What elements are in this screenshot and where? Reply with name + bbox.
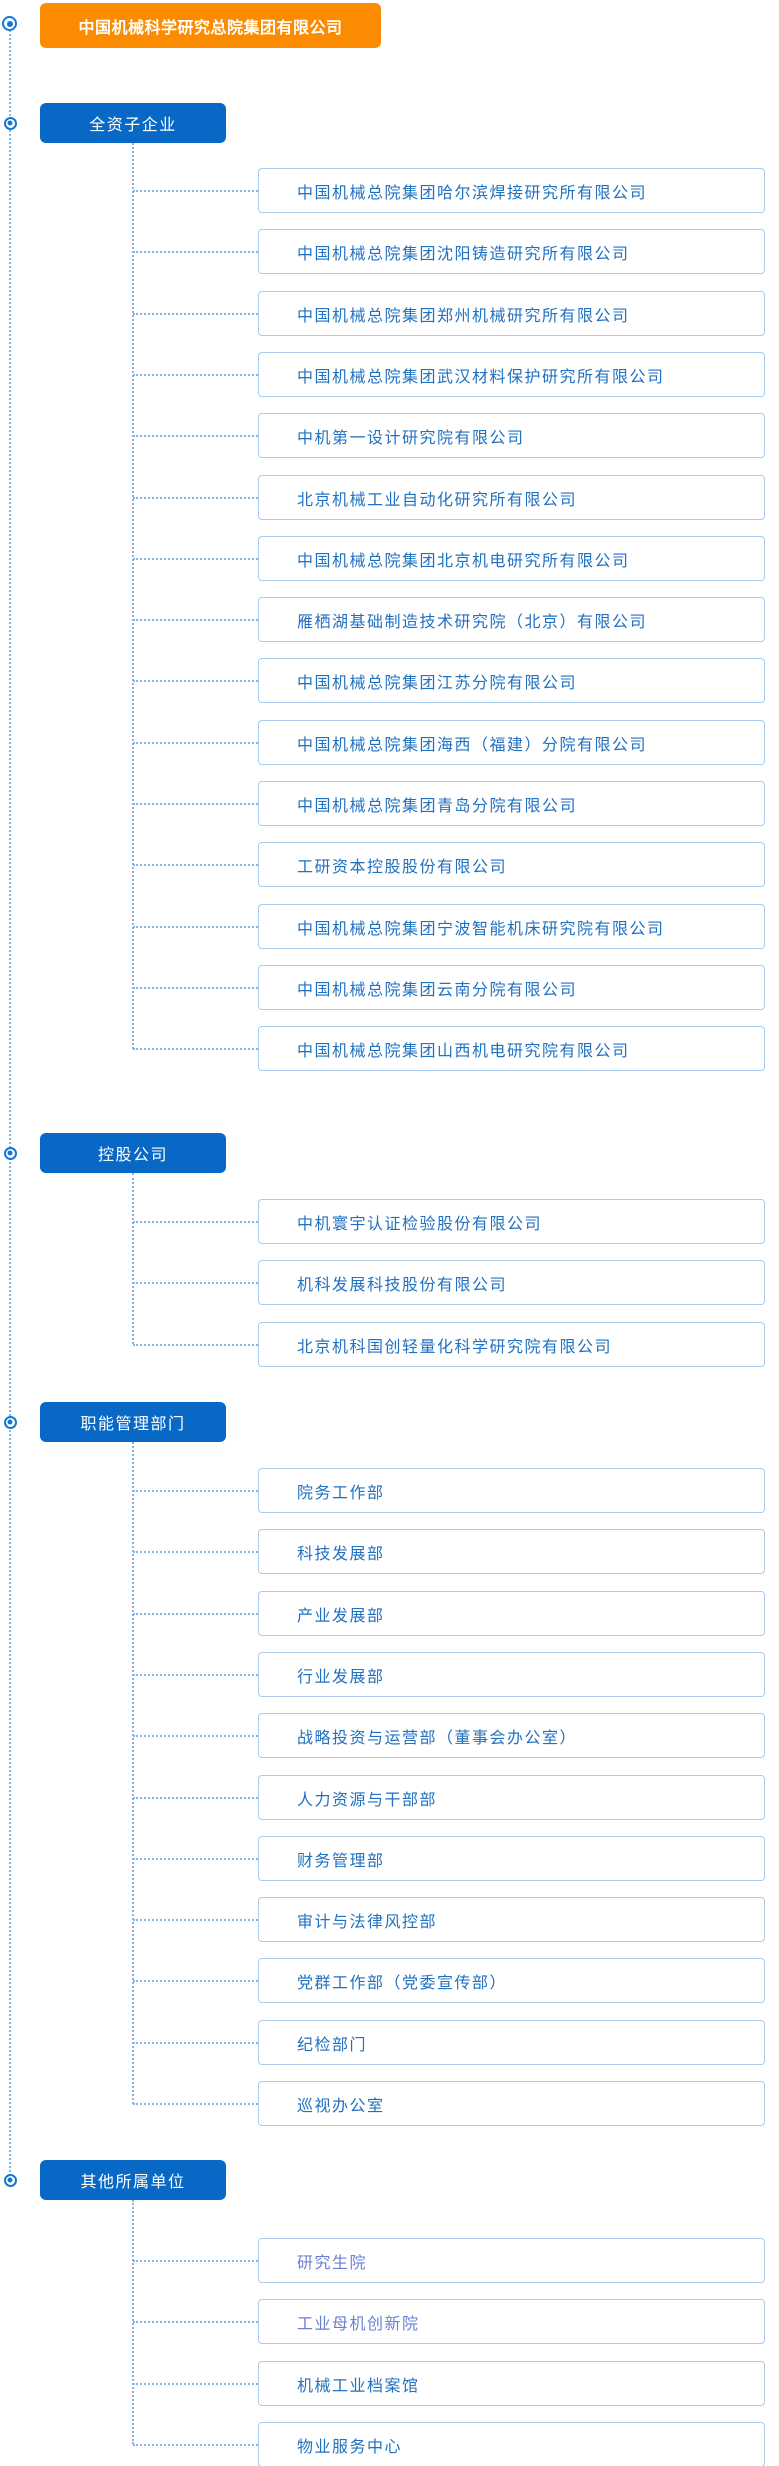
ring-dot-icon (3, 2173, 17, 2187)
child-connector (133, 1344, 258, 1346)
child-connector (133, 251, 258, 253)
org-item[interactable]: 巡视办公室 (258, 2081, 765, 2126)
child-connector (133, 2444, 258, 2446)
org-item[interactable]: 工业母机创新院 (258, 2299, 765, 2344)
ring-dot-icon (3, 1415, 17, 1429)
section-header: 全资子企业 (40, 103, 226, 143)
org-item[interactable]: 审计与法律风控部 (258, 1897, 765, 1942)
org-item[interactable]: 研究生院 (258, 2238, 765, 2283)
org-item[interactable]: 中机第一设计研究院有限公司 (258, 413, 765, 458)
child-connector (133, 864, 258, 866)
spine-connector (9, 23, 11, 2180)
org-item[interactable]: 物业服务中心 (258, 2422, 765, 2466)
org-item[interactable]: 中国机械总院集团山西机电研究院有限公司 (258, 1026, 765, 1071)
org-item[interactable]: 中机寰宇认证检验股份有限公司 (258, 1199, 765, 1244)
root-node: 中国机械科学研究总院集团有限公司 (40, 3, 381, 48)
section-vertical-connector (132, 143, 134, 1049)
child-connector (133, 680, 258, 682)
org-item[interactable]: 中国机械总院集团郑州机械研究所有限公司 (258, 291, 765, 336)
org-item[interactable]: 中国机械总院集团青岛分院有限公司 (258, 781, 765, 826)
child-connector (133, 987, 258, 989)
child-connector (133, 1735, 258, 1737)
org-item[interactable]: 北京机械工业自动化研究所有限公司 (258, 475, 765, 520)
child-connector (133, 1048, 258, 1050)
org-item[interactable]: 行业发展部 (258, 1652, 765, 1697)
child-connector (133, 190, 258, 192)
org-item[interactable]: 雁栖湖基础制造技术研究院（北京）有限公司 (258, 597, 765, 642)
org-item[interactable]: 北京机科国创轻量化科学研究院有限公司 (258, 1322, 765, 1367)
org-item[interactable]: 机科发展科技股份有限公司 (258, 1260, 765, 1305)
child-connector (133, 1674, 258, 1676)
child-connector (133, 313, 258, 315)
section-header: 控股公司 (40, 1133, 226, 1173)
child-connector (133, 1980, 258, 1982)
child-connector (133, 1797, 258, 1799)
child-connector (133, 2042, 258, 2044)
child-connector (133, 1858, 258, 1860)
org-item[interactable]: 中国机械总院集团沈阳铸造研究所有限公司 (258, 229, 765, 274)
child-connector (133, 497, 258, 499)
org-item[interactable]: 中国机械总院集团哈尔滨焊接研究所有限公司 (258, 168, 765, 213)
org-item[interactable]: 中国机械总院集团北京机电研究所有限公司 (258, 536, 765, 581)
child-connector (133, 2260, 258, 2262)
org-item[interactable]: 纪检部门 (258, 2020, 765, 2065)
org-item[interactable]: 科技发展部 (258, 1529, 765, 1574)
org-item[interactable]: 院务工作部 (258, 1468, 765, 1513)
child-connector (133, 2383, 258, 2385)
section-vertical-connector (132, 1173, 134, 1344)
child-connector (133, 619, 258, 621)
org-item[interactable]: 战略投资与运营部（董事会办公室） (258, 1713, 765, 1758)
section-header: 职能管理部门 (40, 1402, 226, 1442)
child-connector (133, 1613, 258, 1615)
org-item[interactable]: 中国机械总院集团海西（福建）分院有限公司 (258, 720, 765, 765)
org-item[interactable]: 人力资源与干部部 (258, 1775, 765, 1820)
org-item[interactable]: 中国机械总院集团武汉材料保护研究所有限公司 (258, 352, 765, 397)
ring-dot-icon (2, 16, 17, 31)
ring-dot-icon (3, 1146, 17, 1160)
org-item[interactable]: 党群工作部（党委宣传部） (258, 1958, 765, 2003)
org-item[interactable]: 中国机械总院集团宁波智能机床研究院有限公司 (258, 904, 765, 949)
child-connector (133, 1282, 258, 1284)
child-connector (133, 374, 258, 376)
child-connector (133, 803, 258, 805)
child-connector (133, 1490, 258, 1492)
org-item[interactable]: 中国机械总院集团江苏分院有限公司 (258, 658, 765, 703)
child-connector (133, 742, 258, 744)
section-header: 其他所属单位 (40, 2160, 226, 2200)
child-connector (133, 1221, 258, 1223)
org-item[interactable]: 机械工业档案馆 (258, 2361, 765, 2406)
child-connector (133, 1551, 258, 1553)
child-connector (133, 2103, 258, 2105)
child-connector (133, 558, 258, 560)
child-connector (133, 2321, 258, 2323)
org-item[interactable]: 财务管理部 (258, 1836, 765, 1881)
child-connector (133, 435, 258, 437)
org-item[interactable]: 中国机械总院集团云南分院有限公司 (258, 965, 765, 1010)
ring-dot-icon (3, 116, 17, 130)
child-connector (133, 1919, 258, 1921)
section-vertical-connector (132, 1442, 134, 2104)
org-item[interactable]: 工研资本控股股份有限公司 (258, 842, 765, 887)
org-item[interactable]: 产业发展部 (258, 1591, 765, 1636)
child-connector (133, 926, 258, 928)
